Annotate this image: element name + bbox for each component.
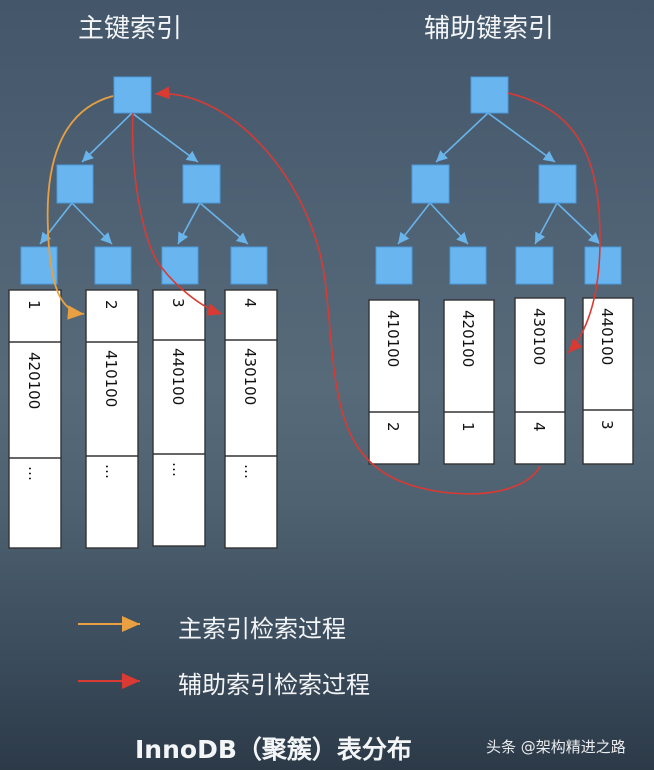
record-pk: 4 (530, 422, 548, 432)
primary-index-title: 主键索引 (78, 14, 183, 44)
record-value: 440100 (169, 348, 187, 405)
primary-root-node (113, 76, 152, 114)
primary-leaf-node (161, 246, 199, 285)
record-key: 430100 (530, 308, 548, 365)
secondary-leaf-page: 430100 4 (514, 297, 566, 465)
primary-leaf-page: 4 430100 … (224, 289, 278, 549)
primary-internal-node (182, 164, 221, 204)
secondary-leaf-node (375, 246, 413, 285)
watermark: 头条 @架构精进之路 (486, 738, 626, 756)
record-pk: 2 (384, 422, 402, 432)
secondary-leaf-node (584, 246, 622, 285)
primary-leaf-node (230, 246, 268, 285)
record-value: 420100 (25, 352, 43, 409)
record-pk: 3 (598, 420, 616, 430)
record-key: 4 (241, 298, 259, 308)
secondary-search-arrow-root (507, 92, 601, 354)
secondary-root-node (470, 76, 509, 114)
legend-secondary-label: 辅助索引检索过程 (178, 671, 370, 699)
diagram-caption: InnoDB（聚簇）表分布 (135, 735, 412, 764)
primary-search-arrow (46, 95, 114, 320)
record-more: … (25, 466, 43, 481)
primary-tree-nodes (20, 76, 268, 285)
secondary-internal-node (411, 164, 450, 204)
secondary-leaf-node (515, 246, 554, 285)
secondary-index-title: 辅助键索引 (424, 14, 555, 44)
secondary-leaf-page: 410100 2 (368, 299, 420, 465)
secondary-tree-nodes (375, 76, 622, 285)
secondary-leaf-node (449, 246, 487, 285)
record-key: 410100 (384, 310, 402, 367)
secondary-search-arrow-primary (131, 112, 223, 316)
record-key: 440100 (598, 308, 616, 365)
record-key: 420100 (459, 310, 477, 367)
record-value: 410100 (102, 350, 120, 407)
primary-leaf-page: 3 440100 … (152, 289, 206, 547)
record-key: 1 (25, 300, 43, 310)
primary-leaf-page: 2 410100 … (85, 289, 139, 549)
legend-primary-label: 主索引检索过程 (178, 615, 346, 643)
primary-internal-node (56, 164, 94, 204)
primary-leaf-node (94, 246, 132, 285)
record-value: 430100 (241, 348, 259, 405)
record-key: 3 (169, 298, 187, 308)
record-more: … (102, 464, 120, 479)
secondary-tree-branches (397, 112, 601, 245)
record-key: 2 (102, 300, 120, 310)
secondary-search-arrow-lookup (154, 86, 541, 495)
record-more: … (241, 464, 259, 479)
primary-tree-branches (39, 112, 249, 245)
record-pk: 1 (459, 422, 477, 432)
secondary-internal-node (538, 164, 577, 204)
record-more: … (169, 462, 187, 477)
secondary-leaf-page: 440100 3 (582, 297, 634, 465)
secondary-leaf-page: 420100 1 (443, 299, 495, 465)
primary-leaf-page: 1 420100 … (8, 289, 62, 549)
